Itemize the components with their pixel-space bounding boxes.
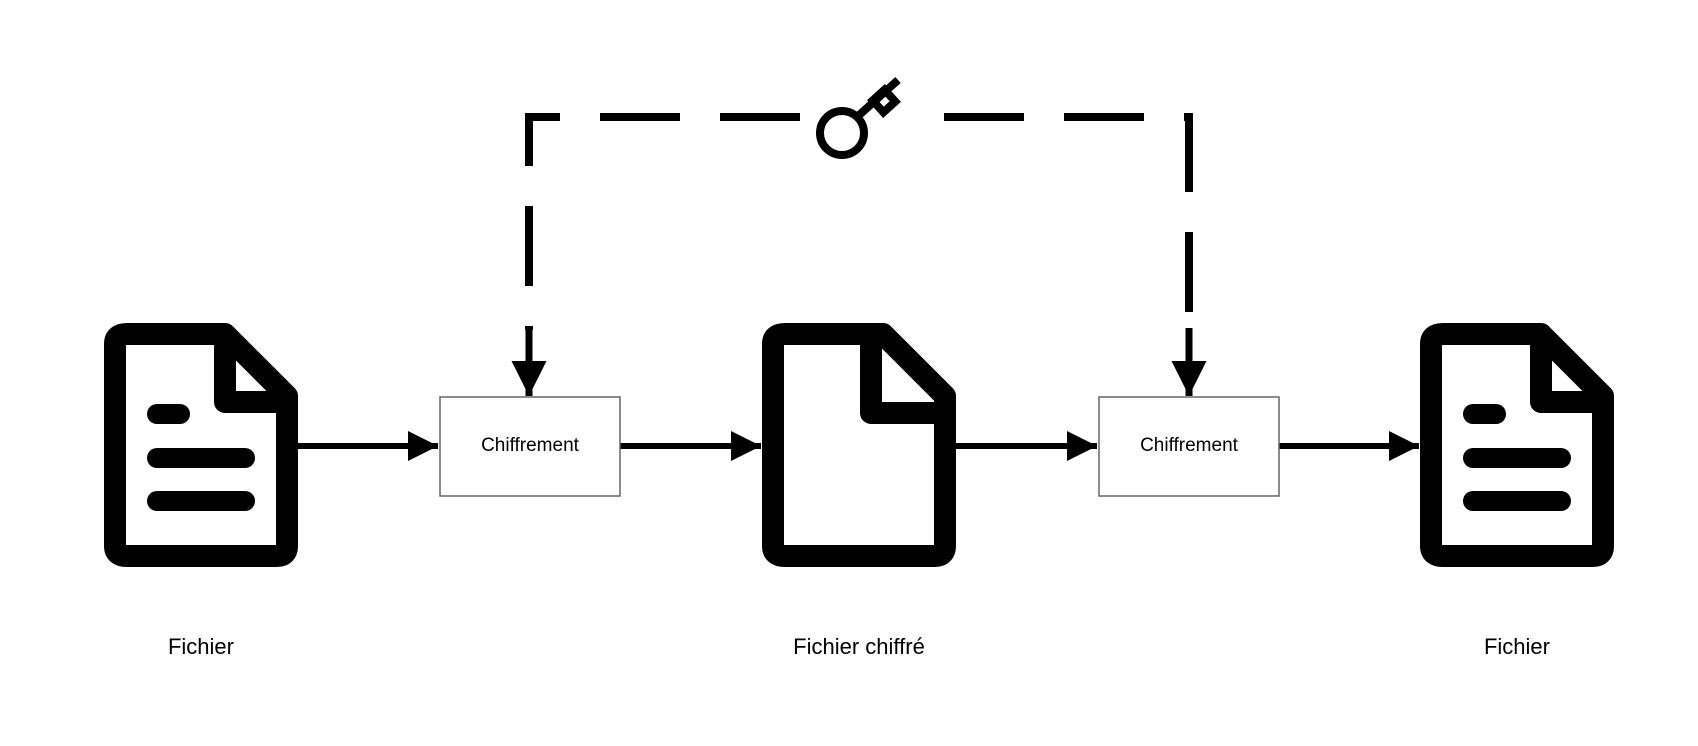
- encrypted-file-caption: Fichier chiffré: [793, 634, 925, 659]
- key-link-left-dashed-line: [525, 113, 800, 330]
- output-file-caption: Fichier: [1484, 634, 1550, 659]
- decrypt-step-label: Chiffrement: [1140, 435, 1239, 456]
- key-link-right-dashed-line: [944, 113, 1193, 330]
- blank-document-icon: [762, 323, 956, 567]
- source-file-caption: Fichier: [168, 634, 234, 659]
- document-with-lines-icon: [104, 323, 298, 567]
- key-icon: [816, 77, 901, 159]
- document-with-lines-icon: [1420, 323, 1614, 567]
- decrypt-step-box: Chiffrement: [1098, 396, 1280, 497]
- encrypt-step-label: Chiffrement: [481, 435, 580, 456]
- key-dashed-connector: [525, 113, 1193, 330]
- encrypt-step-box: Chiffrement: [439, 396, 621, 497]
